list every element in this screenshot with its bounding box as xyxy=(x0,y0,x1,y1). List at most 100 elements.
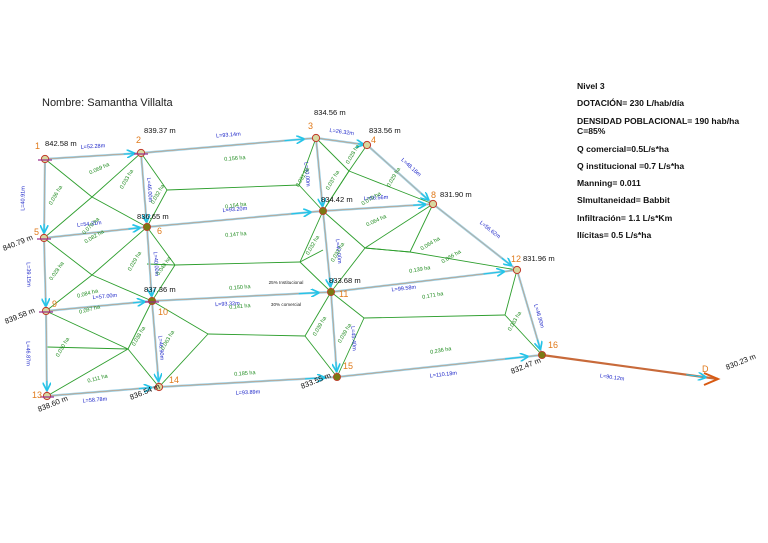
flow-direction-arrow xyxy=(298,293,319,294)
manhole-15 xyxy=(332,372,341,381)
discharge-arrow-icon xyxy=(703,372,721,386)
flow-direction-arrow xyxy=(501,258,511,265)
catchment-line xyxy=(336,317,365,378)
flow-direction-arrow xyxy=(413,204,425,205)
pipe-length-label: L=93.14m xyxy=(216,131,241,139)
flow-direction-arrow xyxy=(123,153,135,154)
pipe-length-label: L=56.62m xyxy=(478,220,501,240)
manhole-6 xyxy=(142,222,151,231)
area-label: 0.033 ha xyxy=(507,310,523,332)
node-elevation-label: 830.23 m xyxy=(724,352,757,372)
density-note: DENSIDAD POBLACIONAL= 190 hab/ha xyxy=(577,115,740,126)
node-number-label: 11 xyxy=(339,289,348,299)
catchment-line xyxy=(146,263,176,266)
institutional-flow-note: Q institucional =0.7 L/s*ha xyxy=(577,160,685,171)
catchment-line xyxy=(322,210,366,249)
manning-note: Manning= 0.011 xyxy=(577,178,641,189)
return-coef-note: C=85% xyxy=(577,126,606,137)
area-label: 0.069 ha xyxy=(89,161,112,176)
catchment-line xyxy=(45,310,129,350)
node-number-label: 3 xyxy=(308,121,313,131)
pipe-length-label: L=90.12m xyxy=(600,373,626,382)
catchment-line xyxy=(409,251,518,271)
catchment-line xyxy=(46,348,129,397)
manhole-5 xyxy=(39,233,49,243)
flow-direction-arrow xyxy=(505,357,528,359)
flow-direction-arrow xyxy=(421,193,428,199)
manhole-1 xyxy=(40,154,50,164)
area-label: 0.147 ha xyxy=(225,231,248,239)
pipe-length-label: L=99.58m xyxy=(391,285,417,294)
flow-direction-arrow xyxy=(336,361,337,371)
catchment-line xyxy=(330,247,366,293)
institutional-note: 25% Institucional xyxy=(269,280,304,285)
catchment-line xyxy=(304,291,332,337)
catchment-line xyxy=(127,348,160,388)
manhole-11 xyxy=(326,287,335,296)
dotation-note: DOTACIÓN= 230 L/hab/día xyxy=(577,98,685,109)
node-elevation-label: 836.54 m xyxy=(128,382,161,402)
node-number-label: 14 xyxy=(169,375,179,385)
pipe-length-label: L=46.90m xyxy=(156,335,164,360)
area-label: 0.139 ha xyxy=(409,265,432,275)
node-number-label: 4 xyxy=(371,135,376,145)
pipe-length-label: L=93.32m xyxy=(215,301,240,308)
catchment-line xyxy=(146,226,176,266)
node-number-label: 16 xyxy=(548,340,558,350)
pipe-length-label: L=40.00m xyxy=(302,162,310,187)
catchment-line xyxy=(91,196,148,228)
pipe-length-label: L=40.00m xyxy=(152,251,160,276)
area-label: 0.084 ha xyxy=(77,288,100,300)
area-label: 0.097 ha xyxy=(79,304,102,316)
pipe-length-label: L=110.18m xyxy=(430,371,458,380)
catchment-line xyxy=(91,152,142,198)
catchment-line xyxy=(45,274,93,312)
node-number-label: 2 xyxy=(136,135,141,145)
pipe-length-label: L=40.91m xyxy=(20,186,26,211)
area-label: 0.066 ha xyxy=(441,249,463,265)
flow-direction-arrow xyxy=(138,388,151,389)
pipe-length-label: L=45.40m xyxy=(349,326,357,351)
flow-direction-arrow xyxy=(358,144,364,145)
catchment-line xyxy=(363,314,506,319)
node-elevation-label: 833.55 m xyxy=(299,371,332,391)
catchment-line xyxy=(504,269,518,316)
area-label: 0.236 ha xyxy=(430,346,453,356)
catchment-lines xyxy=(43,137,543,397)
node-elevation-label: 834.56 m xyxy=(314,108,346,117)
catchment-line xyxy=(207,333,306,337)
pipe-length-label: L=93.89m xyxy=(235,389,260,396)
area-label: 0.064 ha xyxy=(420,236,442,252)
node-number-label: 9 xyxy=(52,299,57,309)
area-label: 0.156 ha xyxy=(224,155,247,163)
catchment-line xyxy=(166,184,300,191)
flow-direction-arrow xyxy=(291,212,310,214)
node-number-label: D xyxy=(702,364,709,374)
pipe-length-label: L=46.87m xyxy=(24,341,30,366)
area-label: 0.150 ha xyxy=(229,284,252,292)
pipe-length-label: L=93.20m xyxy=(222,206,247,214)
design-parameters: Nivel 3 DOTACIÓN= 230 L/hab/día DENSIDAD… xyxy=(577,81,763,248)
catchment-line xyxy=(409,203,434,253)
area-label: 0.029 ha xyxy=(386,166,402,188)
manhole-4 xyxy=(362,140,372,150)
catchment-line xyxy=(299,249,324,263)
manhole-2 xyxy=(136,148,146,158)
level-note: Nivel 3 xyxy=(577,81,605,91)
infiltration-note: Infiltración= 1.1 L/s*Km xyxy=(577,212,673,223)
node-number-label: 5 xyxy=(34,227,39,237)
pipe-length-label: L=40.00m xyxy=(334,239,342,265)
area-label: 0.111 ha xyxy=(87,373,109,384)
area-label: 0.064 ha xyxy=(366,213,389,228)
catchment-line xyxy=(140,152,168,191)
catchment-line xyxy=(46,346,129,350)
area-label: 0.141 ha xyxy=(229,303,252,311)
catchment-line xyxy=(298,184,324,212)
manhole-8 xyxy=(428,199,438,209)
catchment-line xyxy=(158,333,209,388)
pipe-length-label: L=39.15m xyxy=(25,262,32,287)
flow-direction-arrow xyxy=(158,371,159,381)
